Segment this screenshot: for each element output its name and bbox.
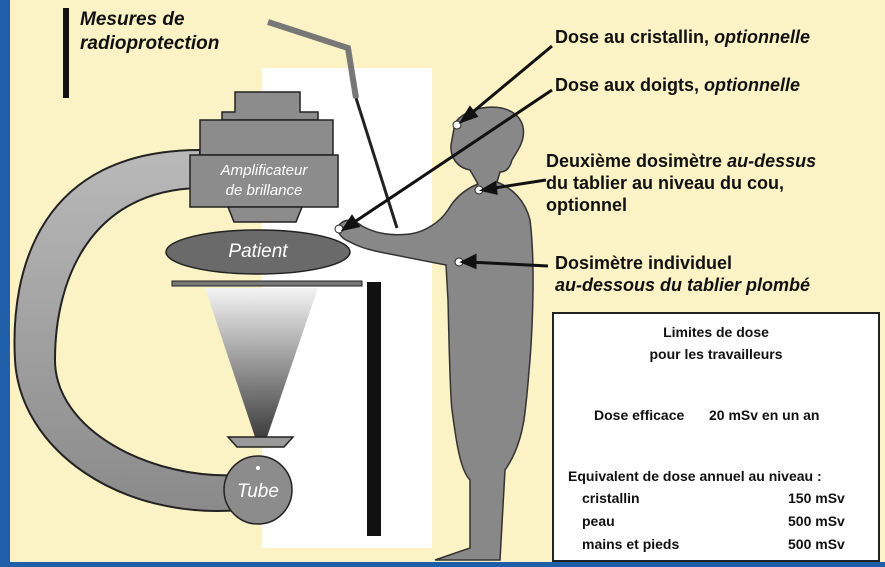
amplifier-neck [226,206,304,223]
ceiling-arm-rod [354,97,399,229]
neck-line-1-emph: au-dessus [727,151,817,171]
finger-dose-emph: optionnelle [704,75,801,95]
dose-limits-box: Limites de dose pour les travailleurs Do… [552,312,880,562]
value-skin: 500 mSv [788,513,845,529]
lens-dose-emph: optionnelle [714,27,811,47]
patient-label: Patient [228,241,288,262]
title-line-2: radioprotection [80,33,220,54]
ceiling-arm [267,19,359,99]
neck-line-2: du tablier au niveau du cou, [546,173,785,193]
title-line-1: Mesures de [80,9,185,30]
xray-beam [205,288,318,440]
effective-dose-value: 20 mSv en un an [709,407,820,423]
amplifier-label: Amplificateur de brillance [190,161,338,201]
neck-line-3: optionnel [546,195,627,215]
lens-dose-label: Dose au cristallin, optionnelle [555,26,810,48]
body-dosimeter-label: Dosimètre individuel au-dessous du tabli… [555,252,810,296]
limits-heading-1: Limites de dose [663,324,769,340]
finger-dose-main: Dose aux doigts, [555,75,705,95]
lens-dosimeter [452,120,462,130]
neck-arrowhead [478,180,498,195]
neck-dosimeter-label: Deuxième dosimètre au-dessus du tablier … [546,150,816,216]
finger-dose-label: Dose aux doigts, optionnelle [555,74,800,96]
body-line-2: au-dessous du tablier plombé [555,275,811,295]
diagram-title: Mesures de radioprotection [80,8,300,56]
finger-arrow [349,88,553,227]
equivalent-dose-heading: Equivalent de dose annuel au niveau : [568,468,822,484]
patient-shape [165,229,351,275]
amplifier-label-line-1: Amplificateur [220,162,308,179]
body-arrowhead [459,253,477,270]
value-extremities: 500 mSv [788,536,845,552]
organ-extremities: mains et pieds [582,536,680,552]
finger-dosimeter [334,224,344,234]
organ-skin: peau [582,513,615,529]
tube-label: Tube [237,481,279,502]
lens-arrowhead [458,105,479,124]
patient-table [171,280,363,287]
organ-lens: cristallin [582,490,640,506]
title-bar [63,8,69,98]
effective-dose-label: Dose efficace [594,407,685,423]
neck-arrow [487,178,547,191]
body-line-1: Dosimètre individuel [555,253,733,273]
limits-heading-2: pour les travailleurs [649,346,783,362]
amplifier-label-line-2: de brillance [225,182,303,199]
tube-collimator [226,436,295,448]
tube-focus [256,466,260,470]
operator-silhouette [337,106,534,561]
amplifier-body [199,119,334,156]
finger-arrowhead [340,214,361,232]
value-lens: 150 mSv [788,490,845,506]
tube-body [223,455,293,525]
lens-dose-main: Dose au cristallin, [555,27,715,47]
neck-line-1-main: Deuxième dosimètre [546,151,728,171]
floor-shield [367,282,381,536]
body-arrow [467,260,549,268]
lens-arrow [467,44,553,118]
